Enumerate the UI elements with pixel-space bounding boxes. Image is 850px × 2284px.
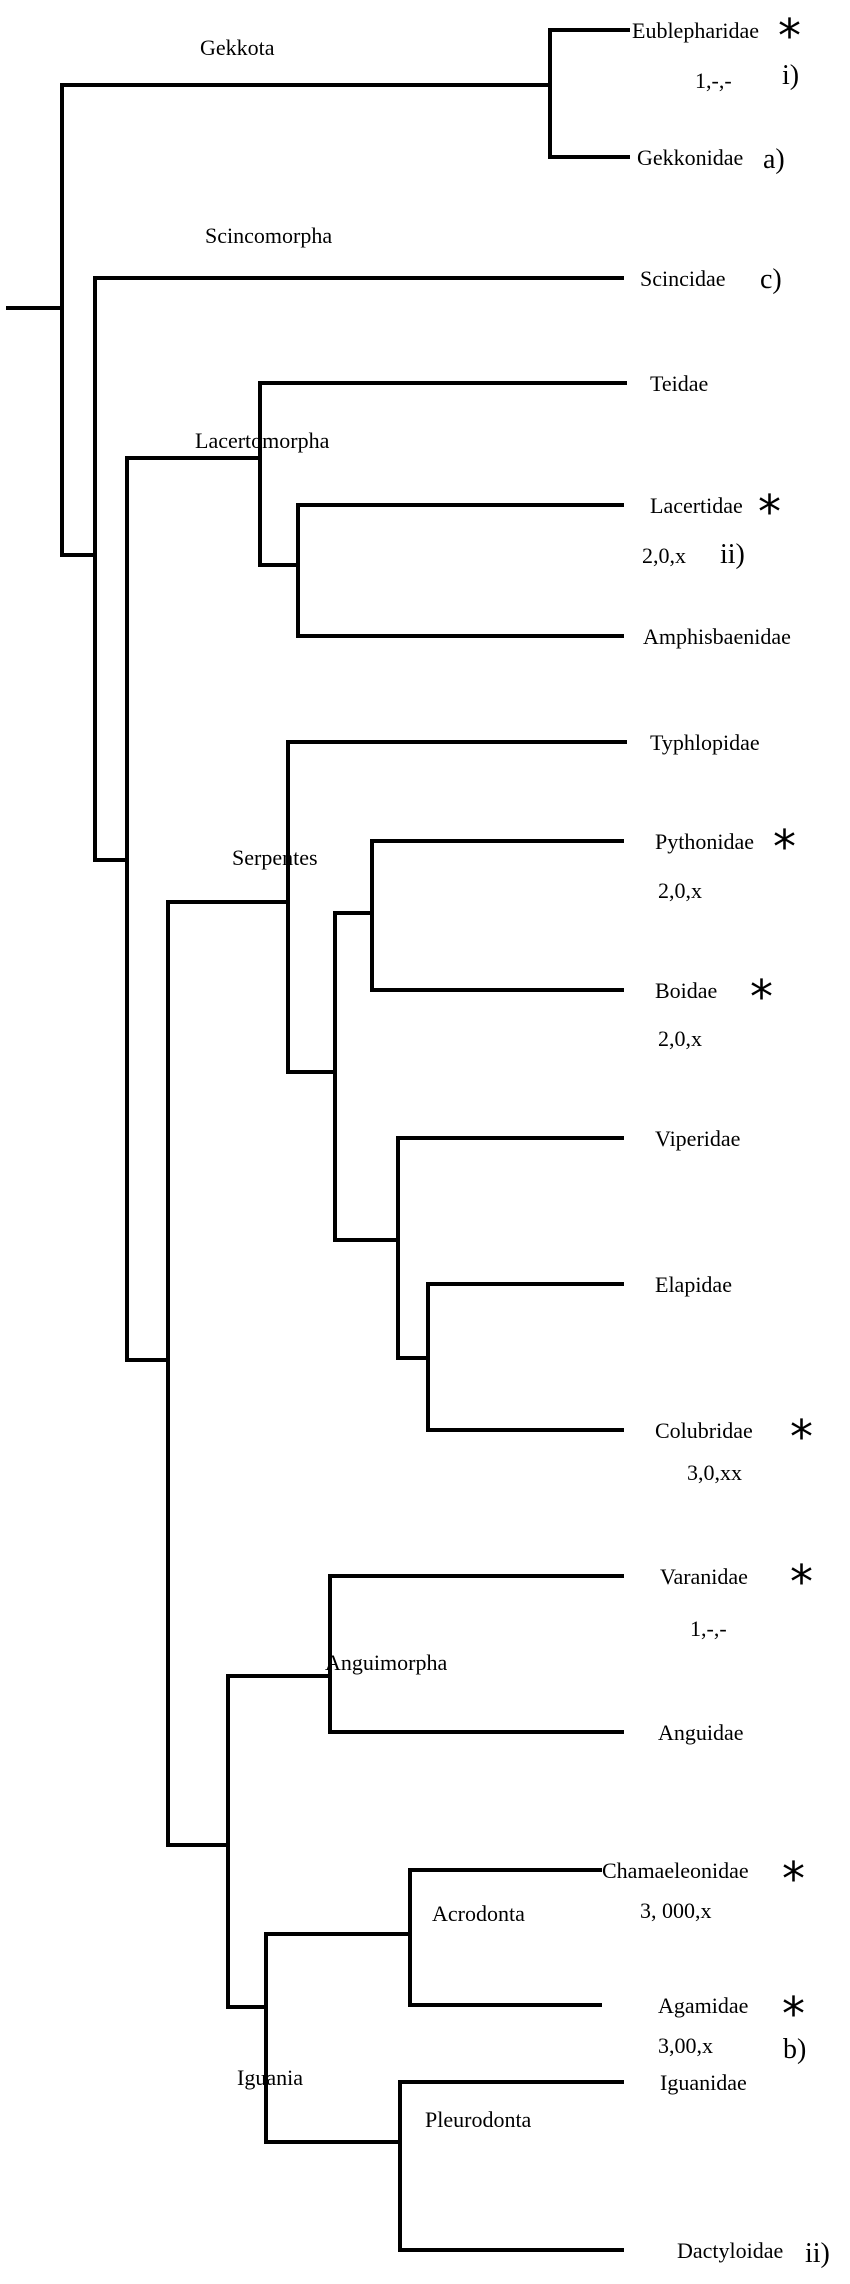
taxon-label-gekkonidae: Gekkonidae bbox=[637, 145, 743, 170]
taxon-label-scincidae: Scincidae bbox=[640, 266, 726, 291]
taxon-label-lacertidae: Lacertidae bbox=[650, 493, 743, 518]
state-note-colubridae: 3,0,xx bbox=[687, 1460, 742, 1485]
code-lacertidae: ii) bbox=[720, 539, 745, 570]
asterisk-pythonidae: * bbox=[773, 820, 796, 874]
clade-label-scincomorpha: Scincomorpha bbox=[205, 223, 332, 248]
taxon-label-teidae: Teidae bbox=[650, 371, 708, 396]
clade-label-serpentes: Serpentes bbox=[232, 845, 318, 870]
state-note-varanidae: 1,-,- bbox=[690, 1616, 727, 1641]
state-note-agamidae: 3,00,x bbox=[658, 2033, 713, 2058]
state-note-lacertidae: 2,0,x bbox=[642, 543, 686, 568]
code-gekkonidae: a) bbox=[763, 144, 785, 175]
taxon-label-viperidae: Viperidae bbox=[655, 1126, 740, 1151]
code-scincidae: c) bbox=[760, 264, 782, 295]
state-note-boidae: 2,0,x bbox=[658, 1026, 702, 1051]
code-dactyloidae: ii) bbox=[805, 2238, 830, 2269]
taxon-label-typhlopidae: Typhlopidae bbox=[650, 730, 760, 755]
taxon-label-elapidae: Elapidae bbox=[655, 1272, 732, 1297]
taxon-label-eublepharidae: Eublepharidae bbox=[632, 18, 759, 43]
code-eublepharidae: i) bbox=[782, 60, 799, 91]
asterisk-lacertidae: * bbox=[758, 485, 781, 539]
asterisk-agamidae: * bbox=[782, 1987, 805, 2041]
clade-label-acrodonta: Acrodonta bbox=[432, 1901, 525, 1926]
taxon-label-iguanidae: Iguanidae bbox=[660, 2070, 747, 2095]
asterisk-boidae: * bbox=[750, 970, 773, 1024]
taxon-label-varanidae: Varanidae bbox=[660, 1564, 748, 1589]
asterisk-eublepharidae: * bbox=[778, 9, 801, 63]
taxon-label-chamaeleonidae: Chamaeleonidae bbox=[602, 1858, 749, 1883]
clade-label-anguimorpha: Anguimorpha bbox=[325, 1650, 447, 1675]
state-note-chamaeleonidae: 3, 000,x bbox=[640, 1898, 712, 1923]
asterisk-varanidae: * bbox=[790, 1555, 813, 1609]
clade-label-iguania: Iguania bbox=[237, 2065, 303, 2090]
clade-label-pleurodonta: Pleurodonta bbox=[425, 2107, 532, 2132]
asterisk-chamaeleonidae: * bbox=[782, 1852, 805, 1906]
taxon-label-pythonidae: Pythonidae bbox=[655, 829, 754, 854]
clade-label-lacertomorpha: Lacertomorpha bbox=[195, 428, 330, 453]
taxon-label-dactyloidae: Dactyloidae bbox=[677, 2238, 783, 2263]
clade-label-gekkota: Gekkota bbox=[200, 35, 275, 60]
taxon-label-anguidae: Anguidae bbox=[658, 1720, 744, 1745]
taxon-label-agamidae: Agamidae bbox=[658, 1993, 748, 2018]
asterisk-colubridae: * bbox=[790, 1410, 813, 1464]
taxon-label-boidae: Boidae bbox=[655, 978, 717, 1003]
taxon-label-colubridae: Colubridae bbox=[655, 1418, 753, 1443]
state-note-pythonidae: 2,0,x bbox=[658, 878, 702, 903]
code-agamidae: b) bbox=[783, 2034, 806, 2065]
taxon-label-amphisbaenidae: Amphisbaenidae bbox=[643, 624, 791, 649]
state-note-eublepharidae: 1,-,- bbox=[695, 68, 732, 93]
